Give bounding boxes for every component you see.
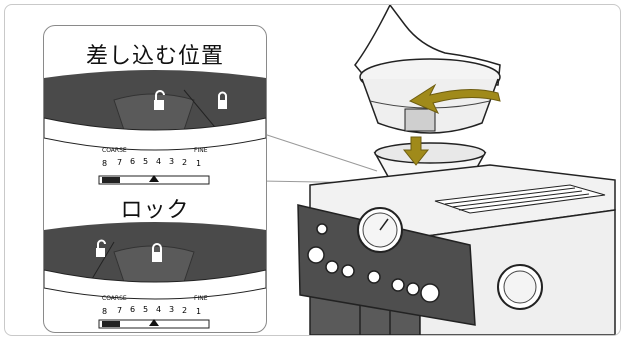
svg-text:5: 5 [143,157,148,166]
svg-text:5: 5 [143,305,148,314]
lock-label: ロック [120,198,190,223]
lock-icon [218,91,227,109]
cup-tray [434,184,606,214]
hopper-segment [113,93,195,134]
svg-text:7: 7 [117,158,122,167]
coarse-label: COARSE [102,147,127,154]
down-arrow-icon [402,136,430,166]
svg-text:4: 4 [156,157,161,166]
svg-text:2: 2 [182,306,187,315]
svg-text:4: 4 [156,305,161,314]
control-buttons [307,223,440,303]
unlock-icon [154,90,165,110]
unlock-icon [96,239,106,257]
svg-text:7: 7 [117,306,122,315]
fine-label: FINE [194,147,208,154]
svg-text:1: 1 [196,159,201,168]
svg-text:8: 8 [102,307,107,316]
machine-illustration [297,5,616,335]
triangle-marker-icon [149,319,159,326]
svg-text:6: 6 [130,305,135,314]
svg-text:3: 3 [169,305,174,314]
rotate-arrow-icon [408,83,501,114]
insert-position-label: 差し込む位置 [85,44,224,69]
fine-label: FINE [194,295,208,302]
detail-panel: 差し込む位置 COARSE FINE 8 7 6 5 4 3 [43,25,267,333]
dial-lock-position: COARSE FINE 8 7 6 5 4 3 2 1 [44,222,266,329]
dial-scale: 8 7 6 5 4 3 2 1 [102,157,201,168]
dial-insert-position: COARSE FINE 8 7 6 5 4 3 2 1 [44,70,266,185]
coarse-label: COARSE [102,295,127,302]
svg-text:2: 2 [182,158,187,167]
svg-text:8: 8 [102,159,107,168]
triangle-marker-icon [149,175,159,182]
lock-icon [152,243,162,262]
illustration-frame: 差し込む位置 COARSE FINE 8 7 6 5 4 3 [4,4,621,336]
svg-text:3: 3 [169,157,174,166]
dial-scale: 8 7 6 5 4 3 2 1 [102,305,201,316]
svg-text:6: 6 [130,157,135,166]
svg-text:1: 1 [196,307,201,316]
